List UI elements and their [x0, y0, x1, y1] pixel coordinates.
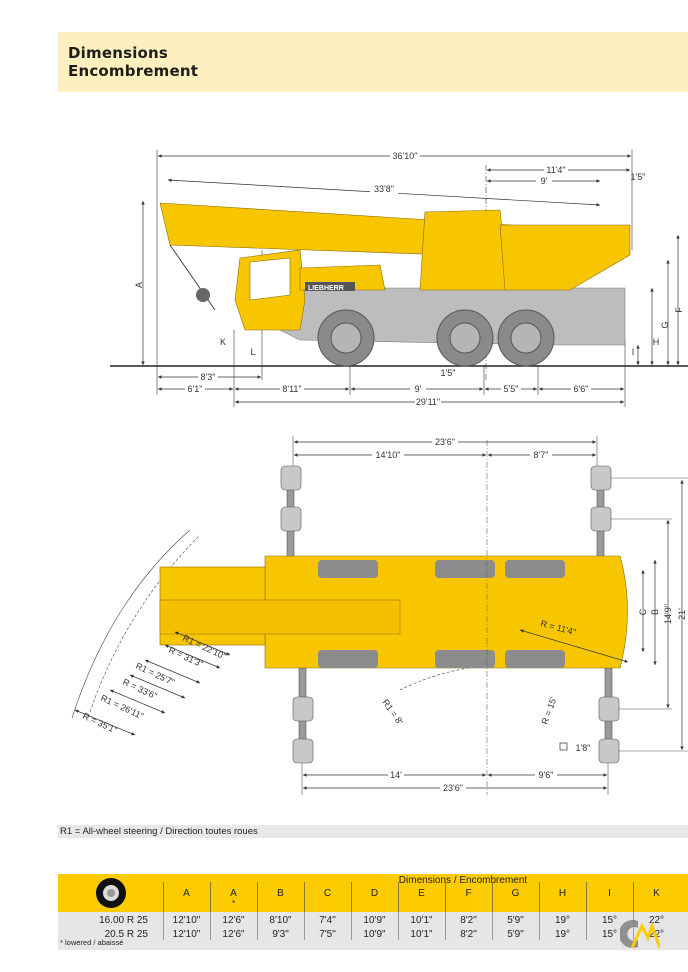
- column-header-E: E: [418, 888, 425, 899]
- crane-boom: [159, 202, 631, 311]
- dim-top-total: 23'6": [435, 437, 455, 447]
- dim-bottom-right: 9'6": [539, 770, 554, 780]
- column-header-K: K: [653, 888, 660, 899]
- column-header-H: H: [558, 888, 567, 899]
- radius-15: R = 15': [539, 695, 558, 725]
- table-cell: 22°: [648, 915, 665, 926]
- dim-21: 21': [677, 608, 687, 620]
- tire-icon: [96, 878, 126, 908]
- table-caption: Dimensions / Encombrement: [398, 875, 528, 886]
- column-header-A: A: [183, 888, 190, 899]
- label-H: H: [653, 337, 660, 347]
- label-C: C: [638, 608, 648, 615]
- table-footnote: * lowered / abaissé: [60, 938, 124, 947]
- dim-top-left: 14'10": [376, 450, 401, 460]
- top-view-drawing: 23'6" 14'10" 8'7" 14' 9'6" 23'6" C B 14'…: [71, 436, 688, 795]
- tire-size: 20.5 R 25: [104, 929, 148, 940]
- dim-top-right: 8'7": [534, 450, 549, 460]
- title-en: Dimensions: [68, 44, 169, 62]
- dim-bottom-total: 23'6": [443, 783, 463, 793]
- dim-8-11: 8'11": [282, 384, 301, 394]
- table-cell: 12'6": [222, 929, 245, 940]
- dim-1-5-rear: 1'5": [631, 172, 646, 182]
- column-header-D: D: [370, 888, 379, 899]
- table-cell: 12'10": [172, 915, 201, 926]
- dim-8-3: 8'3": [201, 372, 216, 382]
- column-header-F: F: [465, 888, 472, 899]
- table-cell: 19°: [554, 929, 571, 940]
- label-F: F: [674, 307, 684, 313]
- radius-label: R = 33'6": [121, 677, 158, 702]
- dim-29-11: 29'11": [416, 397, 440, 407]
- label-A: A: [134, 282, 144, 288]
- label-L: L: [250, 347, 255, 357]
- label-I: I: [632, 347, 635, 357]
- dim-14-9: 14'9": [663, 604, 673, 624]
- crane-carrier: LIEBHERR: [234, 249, 626, 367]
- radius-8: R1 = 8': [380, 697, 405, 726]
- brand-logo: LIEBHERR: [308, 285, 344, 292]
- table-cell: 5'9": [507, 915, 524, 926]
- dim-1-5-center: 1'5": [441, 368, 456, 378]
- column-header-C: C: [323, 888, 332, 899]
- table-cell: 8'10": [269, 915, 292, 926]
- table-cell: 9'3": [272, 929, 289, 940]
- outriggers: [280, 465, 620, 764]
- table-cell: 10'9": [363, 929, 386, 940]
- dim-6-1: 6'1": [188, 384, 203, 394]
- column-header-B: B: [277, 888, 284, 899]
- dim-bottom-left: 14': [390, 770, 402, 780]
- table-cell: 15°: [601, 929, 618, 940]
- table-cell: 7'4": [319, 915, 336, 926]
- table-cell: 8'2": [460, 929, 477, 940]
- table-cell: 5'9": [507, 929, 524, 940]
- section-header: Dimensions Encombrement: [58, 32, 688, 92]
- dim-11-4: 11'4": [546, 165, 565, 175]
- label-B: B: [650, 609, 660, 615]
- table-cell: 7'5": [319, 929, 336, 940]
- table-cell: 8'2": [460, 915, 477, 926]
- dim-9-axle: 9': [415, 384, 422, 394]
- column-header-G: G: [511, 888, 520, 899]
- radius-label: R1 = 26'11": [99, 693, 145, 722]
- table-cell: 10'9": [363, 915, 386, 926]
- label-G: G: [660, 321, 670, 328]
- title-fr: Encombrement: [68, 62, 199, 80]
- lowered-marker: *: [231, 899, 236, 908]
- column-header-I: I: [608, 888, 611, 899]
- label-K: K: [220, 337, 226, 347]
- dim-5-5: 5'5": [504, 384, 519, 394]
- table-cell: 12'6": [222, 915, 245, 926]
- side-view-drawing: LIEBHERR 36'10" 11'4" 9' 1'5" 33'8": [110, 150, 688, 407]
- dim-overall-length: 36'10": [393, 151, 418, 161]
- steering-note: R1 = All-wheel steering / Direction tout…: [58, 825, 688, 838]
- table-cell: 15°: [601, 915, 618, 926]
- column-header-A: A: [230, 888, 237, 899]
- watermark-logo: [620, 920, 660, 949]
- table-cell: 19°: [554, 915, 571, 926]
- crane-body-top: [159, 555, 628, 669]
- dim-pad-size: 1'8": [576, 743, 591, 753]
- table-cell: 10'1": [410, 929, 433, 940]
- table-cell: 12'10": [172, 929, 201, 940]
- dim-boom-length: 33'8": [374, 184, 394, 194]
- radius-label: R = 35'1": [81, 711, 118, 736]
- tire-size: 16.00 R 25: [99, 915, 148, 926]
- table-cell: 10'1": [410, 915, 433, 926]
- steering-note-text: R1 = All-wheel steering / Direction tout…: [60, 826, 258, 837]
- dim-9: 9': [541, 176, 548, 186]
- dim-6-6: 6'6": [574, 384, 589, 394]
